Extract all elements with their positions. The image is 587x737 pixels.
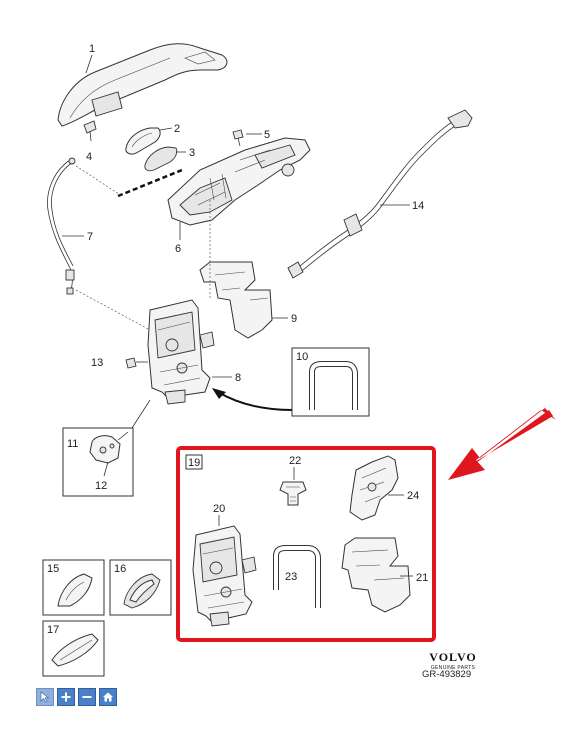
- callout-17: 17: [47, 624, 59, 636]
- part-6-handle-carrier[interactable]: [167, 137, 311, 226]
- part-14-cable[interactable]: [287, 109, 473, 279]
- brand-name: VOLVO: [429, 650, 477, 664]
- zoom-out-button[interactable]: [78, 688, 96, 706]
- callout-1: 1: [89, 43, 95, 55]
- red-arrow: [448, 408, 556, 480]
- minus-icon: [82, 696, 92, 698]
- callout-13: 13: [91, 357, 103, 369]
- part-3-gasket[interactable]: [144, 146, 178, 172]
- brand-subtitle: GENUINE PARTS: [430, 665, 476, 671]
- callout-6: 6: [175, 243, 181, 255]
- diagram-code: GR-493829: [422, 669, 472, 680]
- callout-14: 14: [412, 200, 424, 212]
- brand-logo: VOLVO GENUINE PARTS: [423, 650, 483, 671]
- callout-21: 21: [416, 572, 428, 584]
- callout-12: 12: [95, 480, 107, 492]
- callout-7: 7: [87, 231, 93, 243]
- part-8-lock[interactable]: [147, 299, 215, 405]
- home-icon: [103, 692, 113, 702]
- zoom-in-button[interactable]: [57, 688, 75, 706]
- pointer-button[interactable]: [36, 688, 54, 706]
- part-24-bracket[interactable]: [349, 455, 399, 521]
- part-4-screw[interactable]: [83, 120, 97, 142]
- callout-10: 10: [296, 351, 308, 363]
- callout-16: 16: [114, 563, 126, 575]
- callout-19: 19: [188, 457, 200, 469]
- pointer-icon: [40, 691, 50, 703]
- part-20-lock[interactable]: [192, 525, 257, 627]
- part-7-cable[interactable]: [47, 157, 76, 295]
- callout-8: 8: [235, 372, 241, 384]
- callout-3: 3: [189, 147, 195, 159]
- part-23-rod[interactable]: [273, 545, 321, 608]
- part-1-door-handle[interactable]: [57, 43, 228, 127]
- callout-22: 22: [289, 455, 301, 467]
- part-5-screw[interactable]: [232, 129, 244, 147]
- callout-4: 4: [86, 151, 92, 163]
- part-9-cover[interactable]: [199, 261, 273, 339]
- callout-5: 5: [264, 129, 270, 141]
- part-21-cover[interactable]: [341, 537, 411, 613]
- callout-24: 24: [407, 490, 419, 502]
- callout-15: 15: [47, 563, 59, 575]
- part-22-plug[interactable]: [279, 481, 307, 506]
- callout-9: 9: [291, 313, 297, 325]
- callout-23: 23: [285, 571, 297, 583]
- kit-highlight-box[interactable]: [176, 446, 436, 642]
- callout-2: 2: [174, 123, 180, 135]
- callout-11: 11: [67, 438, 78, 450]
- zoom-toolbar: [36, 688, 117, 706]
- part-2-gasket[interactable]: [125, 127, 161, 155]
- home-button[interactable]: [99, 688, 117, 706]
- part-13-screw[interactable]: [125, 357, 148, 369]
- callout-20: 20: [213, 503, 225, 515]
- plus-icon: [61, 692, 71, 702]
